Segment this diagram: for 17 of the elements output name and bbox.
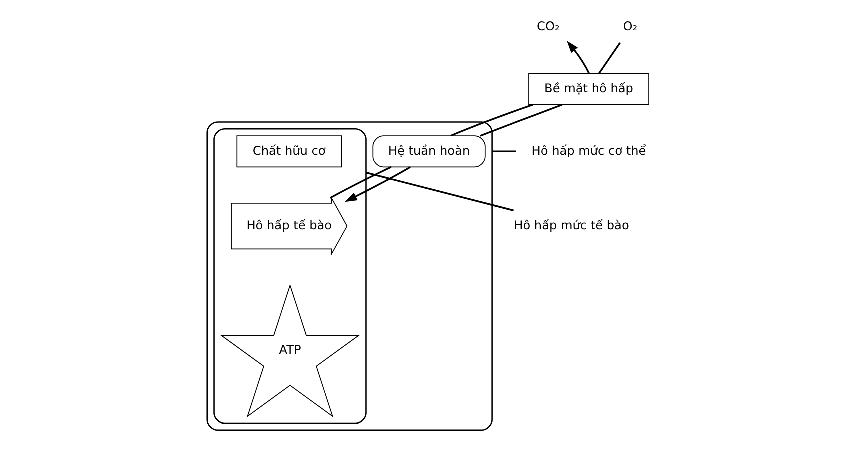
node-box: Bề mặt hô hấp	[528, 73, 649, 106]
node-box: Chất hữu cơ	[236, 136, 342, 168]
connector	[366, 172, 514, 212]
node-text: Hô hấp mức cơ thể	[531, 144, 646, 158]
node-text: Hô hấp mức tế bào	[514, 218, 629, 232]
cluster	[213, 128, 366, 424]
arrow	[344, 166, 410, 202]
node-text: O₂	[622, 19, 638, 34]
arrow	[566, 41, 590, 74]
connector	[450, 104, 533, 137]
connector	[492, 150, 516, 152]
connector	[480, 104, 562, 137]
connector	[329, 166, 392, 199]
connector	[598, 42, 620, 74]
cluster	[206, 122, 492, 432]
node-box: Hệ tuần hoàn	[372, 136, 486, 168]
node-text: CO₂	[536, 19, 560, 34]
